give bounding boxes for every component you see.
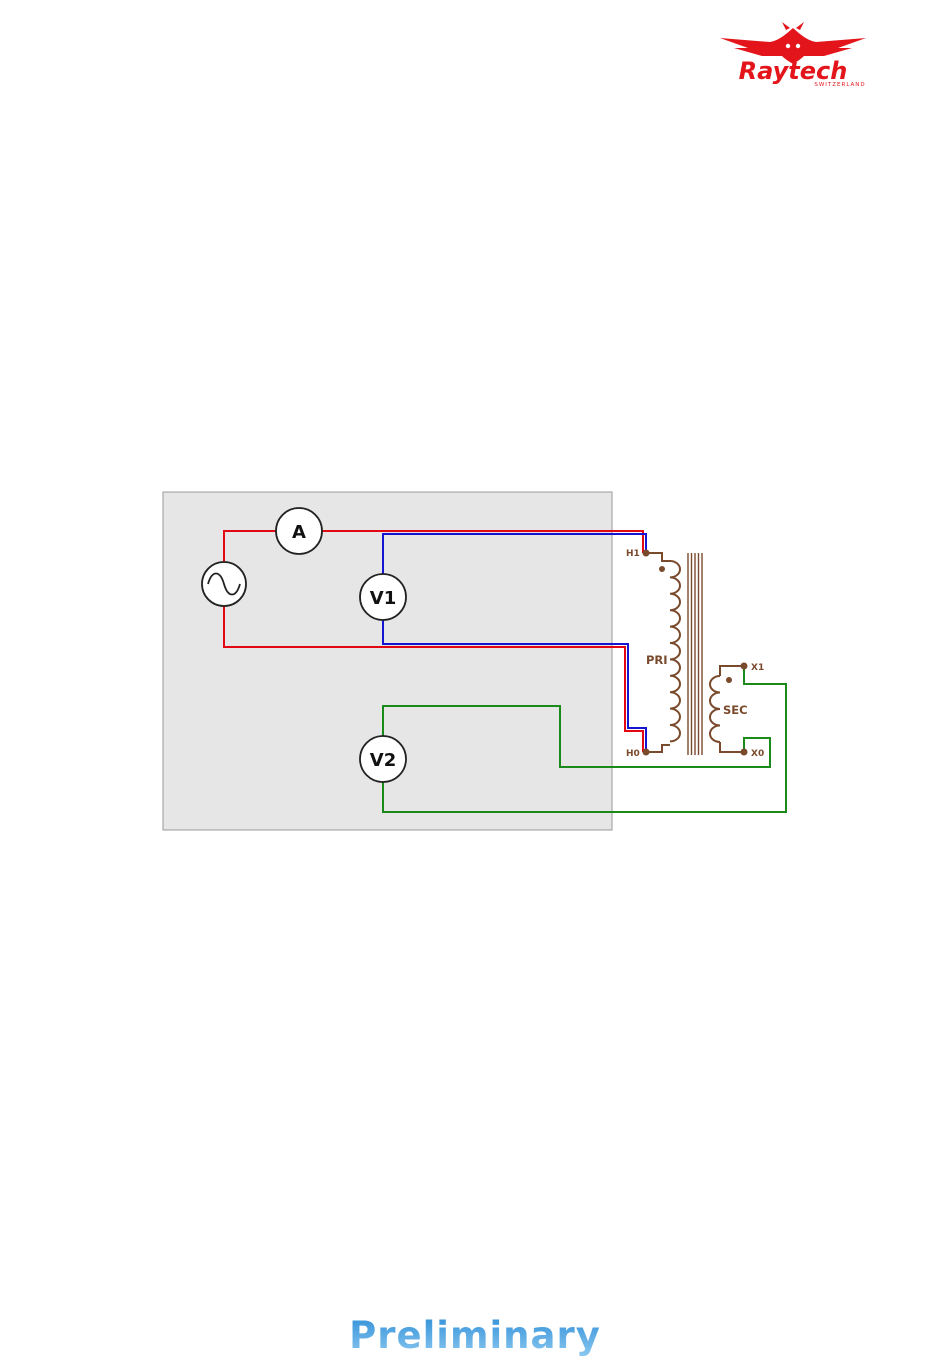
terminal-x1-label: X1 bbox=[751, 663, 764, 673]
secondary-polarity-dot bbox=[726, 677, 732, 683]
ac-source-sine-icon bbox=[202, 562, 246, 606]
ammeter: A bbox=[276, 508, 322, 554]
voltmeter-v2: V2 bbox=[360, 736, 406, 782]
terminal-h0 bbox=[643, 749, 650, 756]
terminal-x0-label: X0 bbox=[751, 749, 764, 759]
voltmeter-v1-label: V1 bbox=[370, 588, 396, 609]
terminal-h1 bbox=[643, 550, 650, 557]
ammeter-label: A bbox=[292, 522, 306, 543]
terminal-h1-label: H1 bbox=[626, 549, 640, 559]
voltmeter-v1: V1 bbox=[360, 574, 406, 620]
primary-winding-label: PRI bbox=[646, 653, 668, 667]
transformer-core bbox=[688, 553, 702, 755]
primary-polarity-dot bbox=[659, 566, 665, 572]
secondary-winding bbox=[710, 676, 720, 742]
terminal-x1 bbox=[741, 663, 748, 670]
secondary-winding-label: SEC bbox=[723, 703, 748, 717]
preliminary-watermark: Preliminary bbox=[0, 1314, 950, 1357]
primary-winding bbox=[670, 561, 680, 741]
terminal-h0-label: H0 bbox=[626, 749, 640, 759]
voltmeter-v2-label: V2 bbox=[370, 750, 396, 771]
terminal-x0 bbox=[741, 749, 748, 756]
